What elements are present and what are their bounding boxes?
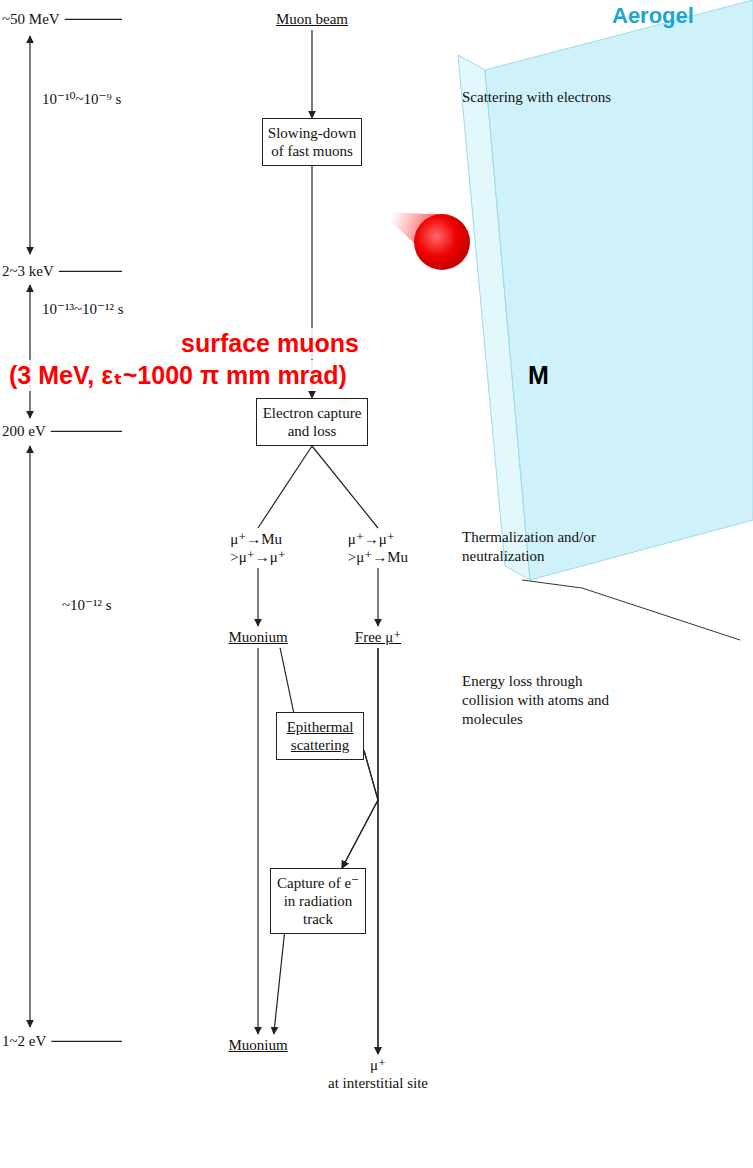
node-text: at interstitial site [328,1074,428,1092]
flow-arrow [280,648,293,712]
node-text: Muonium [228,1036,287,1054]
level-line [65,19,122,20]
scale-arrow [29,36,30,254]
state-text: Muonium [226,1034,289,1056]
state-text: Muonium [226,626,289,648]
leader-line [522,580,740,640]
cut-heading: M [528,360,549,391]
flow-arrow [257,568,258,626]
flow-arrow [364,750,378,1054]
overlay-title: (3 MeV, εₜ~1000 π mm mrad) [6,360,350,391]
time-scale: ~10⁻¹² s [62,596,112,615]
state-text: μ⁺at interstitial site [326,1054,430,1094]
node-text: Electron capture and loss [261,404,363,440]
material-name: Aerogel [612,2,694,30]
branch-text: μ⁺→μ⁺ >μ⁺→Mu [346,528,410,568]
level-line [59,271,122,272]
flow-arrow [258,446,312,528]
process-box: Electron capture and loss [256,398,368,446]
level-line [51,431,122,432]
process-box: Capture of e⁻ in radiation track [270,868,366,934]
node-text: Capture of e⁻ in radiation track [275,874,361,928]
node-text: Slowing-down of fast muons [267,124,357,160]
flow-text: Muon beam [274,8,350,30]
process-note: Thermalization and/or neutralization [462,528,637,566]
node-text: μ⁺→μ⁺ >μ⁺→Mu [348,530,408,566]
process-note: Energy loss through collision with atoms… [462,672,627,728]
energy-level: 200 eV [2,422,46,441]
node-text: Muon beam [276,10,348,28]
energy-level: ~50 MeV [2,10,60,29]
flow-arrow [257,648,258,1034]
process-box: Slowing-down of fast muons [262,118,362,166]
level-line [51,1041,122,1042]
flow-arrow [312,446,378,528]
scale-arrow [29,285,30,418]
aerogel-slab [485,0,753,580]
scale-arrow [29,446,30,1027]
process-box: Epithermal scattering [276,712,364,760]
flow-arrow [311,30,312,118]
node-text: μ⁺→Mu >μ⁺→μ⁺ [230,530,285,566]
muon-ball [414,214,470,270]
process-note: Scattering with electrons [462,88,612,107]
energy-level: 2~3 keV [2,262,54,281]
flow-arrow [274,934,285,1034]
energy-level: 1~2 eV [2,1032,46,1051]
state-text: Free μ⁺ [353,626,403,648]
overlay-title: surface muons [178,328,362,359]
node-text: μ⁺ [328,1056,428,1074]
flow-arrow [377,568,378,626]
node-text: Muonium [228,628,287,646]
branch-text: μ⁺→Mu >μ⁺→μ⁺ [228,528,287,568]
time-scale: 10⁻¹³~10⁻¹² s [42,300,124,319]
node-text: Epithermal scattering [281,718,359,754]
time-scale: 10⁻¹⁰~10⁻⁹ s [42,90,121,109]
node-text: Free μ⁺ [355,628,401,646]
